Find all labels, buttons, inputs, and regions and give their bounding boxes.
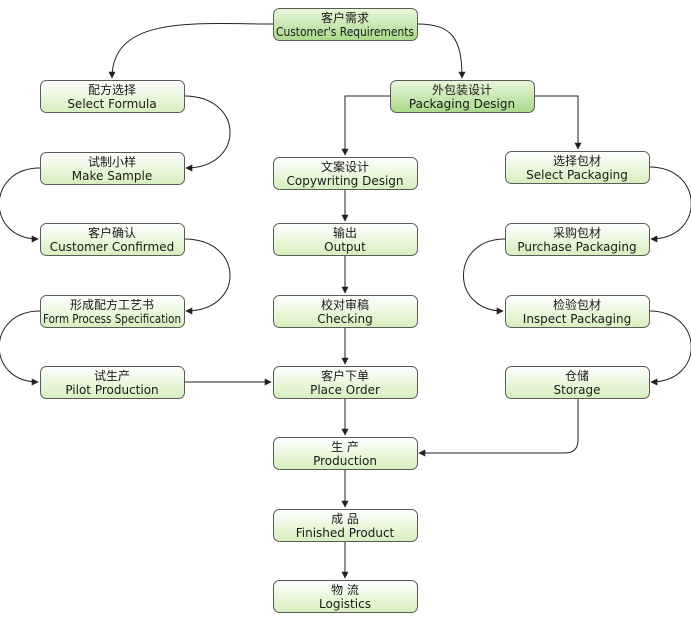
step-label-zh: 文案设计 (321, 159, 369, 174)
step-label-zh: 物 流 (331, 583, 359, 597)
step-label-zh: 客户下单 (321, 368, 369, 383)
step-label-en: Production (313, 454, 377, 468)
arrow-customer-requirements-to-packaging-design (416, 23, 466, 79)
step-box-packaging-design (390, 80, 535, 113)
arrow-select-packaging-to-purchase-packaging (648, 166, 691, 243)
step-label-en: Customer Confirmed (50, 240, 174, 254)
step-label-zh: 采购包材 (553, 225, 601, 240)
step-label-en: Logistics (319, 597, 371, 611)
arrow-packaging-design-to-copywriting-design (341, 95, 390, 156)
step-label-zh: 形成配方工艺书 (70, 297, 154, 312)
step-box-inspect-packaging (505, 295, 650, 328)
step-box-pilot-production (40, 366, 185, 399)
step-box-logistics (273, 580, 418, 613)
step-label-zh: 客户确认 (88, 225, 136, 240)
step-label-zh: 成 品 (331, 512, 359, 526)
arrow-form-process-specification-to-pilot-production (0, 310, 41, 386)
arrow-storage-to-production (418, 398, 579, 457)
step-label-en: Output (324, 240, 366, 254)
step-box-checking (273, 295, 418, 328)
arrow-inspect-packaging-to-storage (648, 310, 691, 386)
step-label-zh: 配方选择 (88, 82, 136, 97)
arrow-customer-confirmed-to-form-process-specification (183, 238, 231, 315)
step-label-zh: 试制小样 (88, 154, 136, 169)
step-label-en: Customer's Requirements (276, 25, 414, 39)
step-label-zh: 生 产 (331, 440, 359, 454)
step-box-finished-product (273, 509, 418, 542)
step-label-en: Pilot Production (65, 383, 158, 397)
step-label-en: Inspect Packaging (523, 312, 631, 326)
step-label-en: Make Sample (72, 169, 152, 183)
step-box-customer-confirmed (40, 223, 185, 256)
step-box-output (273, 223, 418, 256)
step-label-en: Finished Product (296, 526, 395, 540)
step-label-en: Storage (554, 383, 601, 397)
arrow-purchase-packaging-to-inspect-packaging (463, 238, 506, 315)
step-label-zh: 选择包材 (553, 154, 601, 168)
step-label-en: Checking (317, 312, 372, 326)
step-label-zh: 外包装设计 (432, 83, 492, 97)
step-label-en: Purchase Packaging (517, 240, 636, 254)
step-box-form-process-specification (40, 295, 185, 328)
step-box-select-packaging (505, 151, 650, 184)
step-label-en: Select Packaging (526, 168, 628, 182)
arrow-customer-requirements-to-select-formula (108, 22, 274, 79)
step-box-purchase-packaging (505, 223, 650, 256)
connectors (0, 22, 691, 579)
arrow-make-sample-to-customer-confirmed (0, 167, 41, 243)
arrow-packaging-design-to-select-packaging (534, 95, 582, 150)
step-label-en: Form Process Specification (43, 312, 181, 326)
step-label-zh: 校对审稿 (321, 297, 369, 312)
step-box-copywriting-design (273, 157, 418, 190)
step-box-make-sample (40, 152, 185, 185)
step-box-storage (505, 366, 650, 399)
step-label-en: Packaging Design (409, 97, 515, 111)
step-label-zh: 仓储 (565, 368, 589, 383)
step-label-zh: 检验包材 (553, 297, 601, 312)
step-box-production (273, 437, 418, 470)
step-label-en: Copywriting Design (286, 174, 403, 188)
step-box-select-formula (40, 80, 185, 113)
step-box-customer-requirements (273, 8, 418, 41)
step-label-zh: 客户需求 (321, 10, 369, 25)
step-label-en: Select Formula (67, 97, 156, 111)
step-label-zh: 试生产 (94, 368, 130, 383)
step-box-place-order (273, 366, 418, 399)
step-label-zh: 输出 (333, 225, 357, 240)
step-label-en: Place Order (310, 383, 380, 397)
arrow-select-formula-to-make-sample (183, 95, 231, 172)
